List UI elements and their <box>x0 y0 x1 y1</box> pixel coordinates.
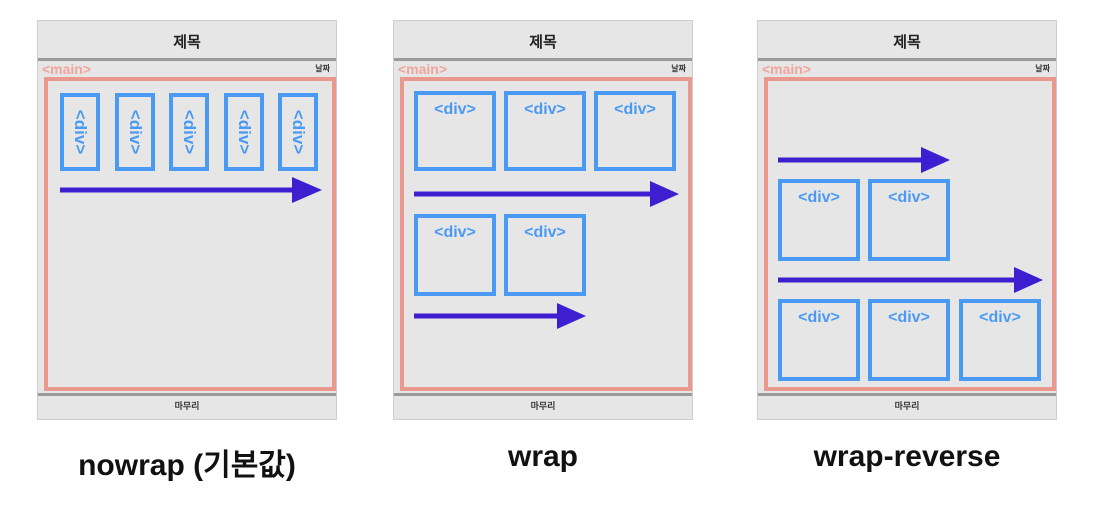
main-container <box>764 77 1056 391</box>
page-title: 제목 <box>529 33 557 51</box>
date-label: 날짜 <box>315 64 330 73</box>
div-box: <div> <box>414 91 496 171</box>
div-label: <div> <box>888 189 930 206</box>
div-label: <div> <box>614 101 656 118</box>
div-box: <div> <box>115 93 155 171</box>
panel-nowrap: 제목 <main> 날짜 <div> <div> <div> <div> <di… <box>37 20 337 420</box>
header-divider <box>38 58 336 61</box>
date-label: 날짜 <box>1035 64 1050 73</box>
div-label: <div> <box>524 224 566 241</box>
div-box: <div> <box>60 93 100 171</box>
caption-nowrap: nowrap (기본값) <box>78 449 296 482</box>
div-label: <div> <box>180 109 199 155</box>
div-label: <div> <box>235 109 254 155</box>
footer-label: 마무리 <box>174 402 200 412</box>
main-label: <main> <box>42 61 92 77</box>
page-title: 제목 <box>173 33 201 51</box>
div-label: <div> <box>798 309 840 326</box>
flow-arrow <box>60 177 322 203</box>
div-box: <div> <box>224 93 264 171</box>
main-label: <main> <box>398 61 448 77</box>
main-container <box>44 77 336 391</box>
caption-wrap-reverse: wrap-reverse <box>813 440 1001 473</box>
div-box: <div> <box>594 91 676 171</box>
flow-arrow <box>778 267 1043 293</box>
div-label: <div> <box>524 101 566 118</box>
div-label: <div> <box>888 309 930 326</box>
flow-arrow <box>414 181 679 207</box>
div-box: <div> <box>868 299 950 381</box>
div-box: <div> <box>504 214 586 296</box>
div-box: <div> <box>868 179 950 261</box>
div-label: <div> <box>289 109 308 155</box>
div-box: <div> <box>169 93 209 171</box>
panel-wrap: 제목 <main> 날짜 <div> <div> <div> <div> <di… <box>393 20 693 420</box>
panel-wrap-reverse: 제목 <main> 날짜 <div> <div> <div> <div> <di… <box>757 20 1057 420</box>
flow-arrow <box>414 303 586 329</box>
div-box: <div> <box>504 91 586 171</box>
main-label: <main> <box>762 61 812 77</box>
footer-label: 마무리 <box>530 402 556 412</box>
footer-divider <box>394 393 692 396</box>
div-box: <div> <box>778 299 860 381</box>
flow-arrow <box>778 147 950 173</box>
div-box: <div> <box>778 179 860 261</box>
main-container <box>400 77 692 391</box>
div-label: <div> <box>798 189 840 206</box>
page-title: 제목 <box>893 33 921 51</box>
div-label: <div> <box>979 309 1021 326</box>
div-box: <div> <box>278 93 318 171</box>
header-divider <box>758 58 1056 61</box>
footer-label: 마무리 <box>894 402 920 412</box>
caption-wrap: wrap <box>507 440 579 473</box>
div-label: <div> <box>434 224 476 241</box>
footer-divider <box>38 393 336 396</box>
header-divider <box>394 58 692 61</box>
div-label: <div> <box>434 101 476 118</box>
footer-divider <box>758 393 1056 396</box>
div-label: <div> <box>71 109 90 155</box>
div-box: <div> <box>414 214 496 296</box>
div-label: <div> <box>126 109 145 155</box>
date-label: 날짜 <box>671 64 686 73</box>
div-box: <div> <box>959 299 1041 381</box>
